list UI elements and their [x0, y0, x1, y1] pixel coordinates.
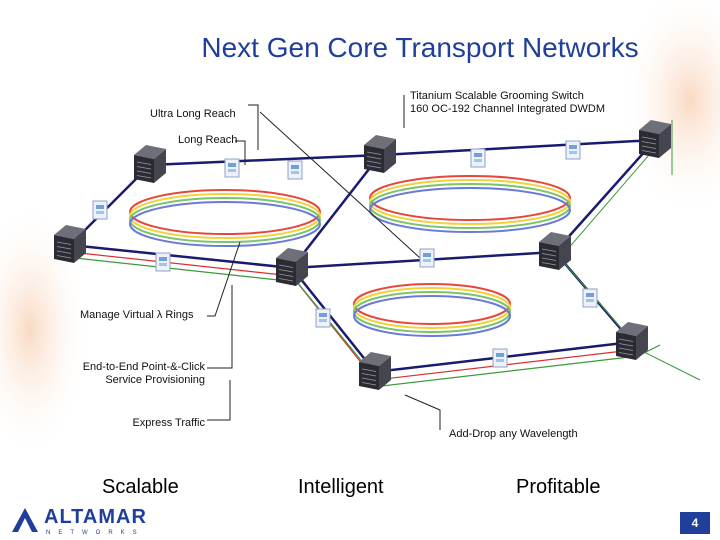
wavelength-node-icon — [492, 348, 508, 368]
wavelength-node-icon — [224, 158, 240, 178]
callout-add-drop: Add-Drop any Wavelength — [449, 428, 578, 440]
fiber-link — [291, 267, 376, 373]
fiber-link — [554, 139, 656, 253]
optical-switch-icon — [276, 248, 308, 286]
callout-leader — [207, 380, 231, 421]
wavelength-node-icon — [92, 200, 108, 220]
green-path — [559, 147, 701, 381]
callout-leader — [404, 394, 441, 430]
wavelength-node-icon — [565, 140, 581, 160]
optical-switch-icon — [134, 145, 166, 183]
grooming-switches — [54, 120, 671, 390]
callout-e2e-line2: Service Provisioning — [105, 374, 205, 386]
background-glow — [0, 200, 90, 460]
footer-scalable: Scalable — [102, 476, 179, 498]
footer-intelligent: Intelligent — [298, 476, 384, 498]
background-glow — [620, 0, 720, 220]
callout-leader — [235, 140, 246, 165]
fiber-link — [291, 154, 381, 269]
callout-switch-line2: 160 OC-192 Channel Integrated DWDM — [410, 103, 606, 115]
callout-leader — [207, 241, 241, 317]
wavelength-node-icon — [155, 252, 171, 272]
page-title: Next Gen Core Transport Networks — [201, 32, 639, 63]
callout-leader — [207, 285, 233, 369]
wavelength-node-icon — [287, 160, 303, 180]
optical-switch-icon — [359, 352, 391, 390]
wavelength-node-icon — [582, 288, 598, 308]
fiber-link — [69, 243, 293, 270]
footer-profitable: Profitable — [516, 476, 601, 498]
callout-long-reach: Long Reach — [178, 134, 238, 146]
optical-switch-icon — [616, 322, 648, 360]
altamar-logo-icon — [12, 508, 38, 532]
optical-switch-icon — [539, 232, 571, 270]
optical-switch-icon — [364, 135, 396, 173]
callout-switch-line1: Titanium Scalable Grooming Switch — [410, 90, 584, 102]
logo-name: ALTAMAR — [44, 506, 147, 528]
wavelength-node-icon — [470, 148, 486, 168]
callout-leaders — [207, 95, 441, 430]
callout-e2e-line1: End-to-End Point-&-Click — [82, 361, 205, 373]
callout-virtual-rings: Manage Virtual λ Rings — [80, 309, 194, 321]
callout-express-traffic: Express Traffic — [132, 417, 205, 429]
lambda-ring-bottom — [353, 283, 511, 337]
page-number: 4 — [680, 512, 710, 534]
wavelength-node-icon — [419, 248, 435, 268]
logo-sub: NETWORKS — [46, 530, 145, 536]
callout-leader — [248, 104, 259, 150]
callout-ultra-long-reach: Ultra Long Reach — [150, 108, 236, 120]
lambda-ring-left — [129, 189, 321, 247]
callout-leader — [259, 111, 421, 259]
lambda-ring-right — [369, 175, 571, 233]
wavelength-node-icon — [315, 308, 331, 328]
optical-switch-icon — [639, 120, 671, 158]
wavelength-nodes — [92, 140, 598, 368]
optical-switch-icon — [54, 225, 86, 263]
